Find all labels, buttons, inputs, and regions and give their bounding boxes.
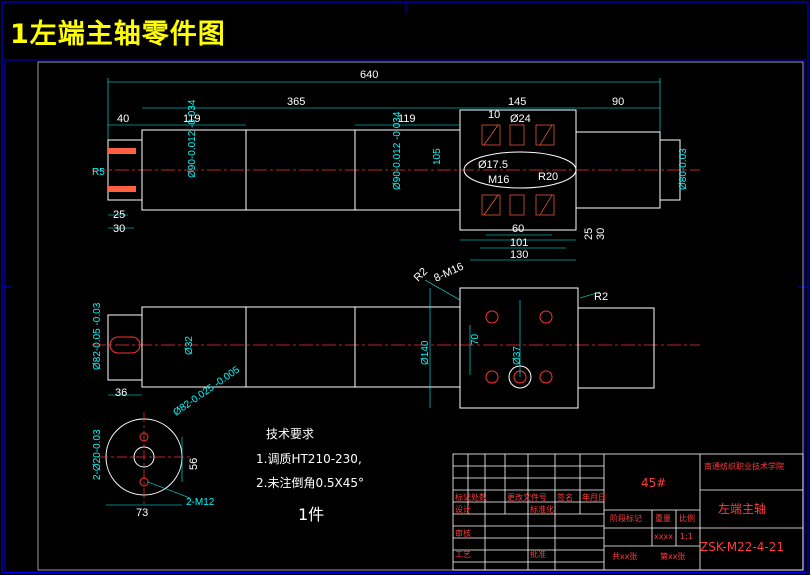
end-view [98, 412, 190, 505]
tb-h-date: 年月日 [582, 492, 606, 502]
inner-frame [4, 59, 806, 573]
tb-sheets: 共xx张 [612, 552, 637, 561]
dim-tol2: Ø90-0.012 -0.034 [392, 111, 403, 190]
dim-30b: 30 [595, 228, 607, 240]
dim-25a: 25 [113, 209, 125, 221]
dim-17-5: Ø17.5 [478, 159, 508, 171]
tb-weight: xxxx [654, 532, 673, 541]
tb-h-sign: 签名 [557, 492, 573, 502]
tb-h-weight: 重量 [655, 513, 671, 523]
tb-h-design: 设计 [455, 504, 471, 514]
tb-scale: 1:1 [680, 532, 693, 541]
dim-36: 36 [115, 387, 127, 399]
dim-25b: 25 [583, 228, 595, 240]
dim-tol5: Ø82-0.025 -0.005 [171, 364, 242, 418]
dim-tol3: Ø80-0.03 [678, 148, 689, 190]
dim-101: 101 [510, 237, 528, 249]
tb-h-doc: 更改文件号 [507, 492, 547, 502]
dim-145: 145 [508, 96, 526, 108]
middle-shaft-view [92, 287, 700, 409]
tb-sheet: 第xx张 [660, 551, 685, 561]
dim-2-m12: 2-M12 [186, 497, 215, 508]
dim-105: 105 [432, 148, 443, 165]
dim-140: Ø140 [420, 340, 431, 365]
notes-qty: 1件 [298, 505, 324, 524]
notes-heading: 技术要求 [266, 427, 314, 441]
dim-m16: M16 [488, 174, 509, 186]
drawing-border [37, 61, 804, 571]
tb-part-name: 左端主轴 [718, 501, 766, 516]
dim-56: 56 [188, 458, 200, 470]
dim-119b: 119 [398, 113, 416, 125]
dim-r20: R20 [538, 171, 558, 183]
tb-h-std: 标准化 [530, 504, 554, 514]
dim-32: Ø32 [184, 336, 195, 355]
dim-30a: 30 [113, 223, 125, 235]
page-title: 1左端主轴零件图 [10, 19, 226, 50]
tb-h-approve: 批准 [530, 549, 546, 559]
tb-h-mark: 标记 [455, 492, 471, 502]
notes-line2: 2.未注倒角0.5X45° [256, 475, 364, 490]
dim-37: Ø37 [512, 346, 523, 365]
dim-73: 73 [136, 507, 148, 519]
end-dimension-lines [106, 437, 191, 506]
dim-70: 70 [470, 333, 481, 345]
dim-119a: 119 [183, 113, 201, 125]
notes-line1: 1.调质HT210-230, [256, 452, 362, 466]
dim-tol1: Ø90-0.012 -0.034 [187, 99, 198, 178]
dim-60: 60 [512, 223, 524, 235]
tb-h-count: 处数 [471, 492, 487, 502]
dim-24: Ø24 [510, 113, 531, 125]
tb-school: 南通纺织职业技术学院 [704, 461, 784, 471]
tb-drawing-no: ZSK-M22-4-21 [700, 540, 784, 554]
middle-dimension-lines [108, 279, 601, 408]
dim-365: 365 [287, 96, 305, 108]
tb-h-scale: 比例 [679, 513, 695, 523]
tb-h-review: 审核 [455, 528, 471, 538]
dim-90: 90 [612, 96, 624, 108]
dim-overall: 640 [360, 69, 378, 81]
dim-r2b: R2 [594, 291, 608, 303]
dim-tol4: Ø82-0.05 -0.03 [92, 302, 103, 370]
dim-130: 130 [510, 249, 528, 261]
tb-material: 45# [641, 476, 666, 490]
dim-tol6: 2-Ø20-0.03 [92, 429, 103, 480]
tb-h-craft: 工艺 [455, 550, 471, 559]
tb-h-stage: 阶段标记 [610, 513, 642, 523]
dim-10: 10 [488, 109, 500, 121]
dim-8-m16: 8-M16 [432, 261, 465, 285]
hub-hatching [481, 124, 555, 216]
dim-40: 40 [117, 113, 129, 125]
dim-r5: R5 [92, 167, 105, 178]
top-shaft-view [92, 109, 700, 231]
title-block [452, 453, 804, 571]
top-dimension-lines [107, 78, 661, 261]
